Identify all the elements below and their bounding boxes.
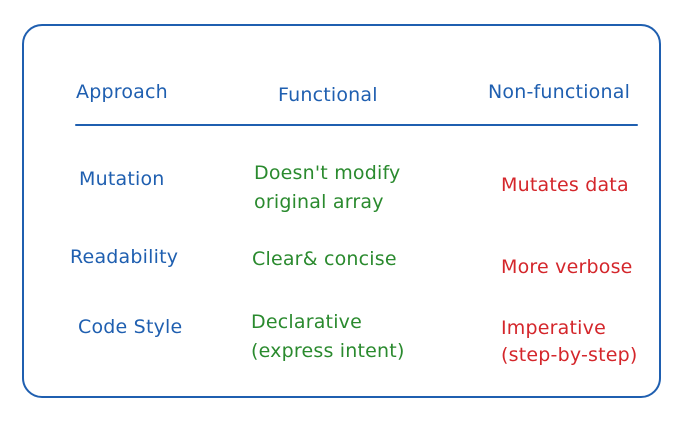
row-code-style-non-functional-line2: (step-by-step) — [501, 344, 638, 366]
row-mutation-functional-line1: Doesn't modify — [254, 162, 401, 184]
table-frame — [22, 24, 661, 398]
row-code-style-functional-line1: Declarative — [251, 311, 363, 333]
row-label-code-style: Code Style — [78, 316, 183, 338]
header-non-functional: Non-functional — [488, 81, 631, 103]
row-label-readability: Readability — [70, 246, 179, 268]
row-label-mutation: Mutation — [79, 168, 165, 190]
row-mutation-functional-line2: original array — [254, 191, 384, 213]
row-readability-functional: Clear& concise — [252, 248, 397, 270]
row-code-style-non-functional-line1: Imperative — [501, 317, 606, 339]
header-functional: Functional — [278, 84, 378, 106]
row-readability-non-functional: More verbose — [501, 256, 633, 278]
row-code-style-functional-line2: (express intent) — [251, 340, 405, 362]
header-divider — [75, 124, 638, 126]
row-mutation-non-functional: Mutates data — [501, 174, 629, 196]
header-approach: Approach — [76, 81, 168, 103]
